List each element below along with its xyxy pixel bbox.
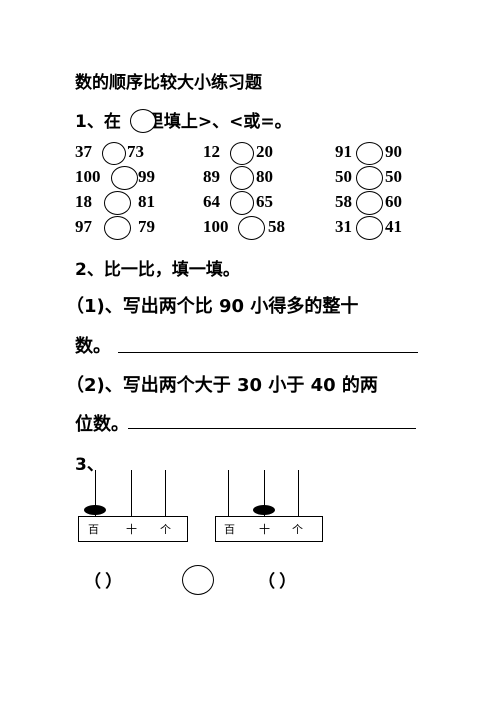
answer-circle[interactable] (238, 216, 265, 240)
answer-line[interactable] (128, 428, 416, 429)
abacus-frame (215, 516, 323, 542)
compare-circle[interactable] (182, 565, 214, 595)
q3-heading: 3、 (75, 455, 104, 475)
compare-right: 80 (256, 167, 273, 186)
abacus-rod-hundreds (95, 470, 96, 516)
abacus-bead (253, 505, 275, 515)
answer-circle[interactable] (102, 142, 126, 165)
compare-right: 73 (127, 142, 144, 161)
place-label-hundreds: 百 (224, 523, 235, 536)
abacus-rod-ones (165, 470, 166, 516)
place-label-ones: 个 (160, 523, 171, 536)
compare-left: 50 (335, 167, 352, 186)
answer-circle[interactable] (104, 191, 131, 215)
abacus-bead (84, 505, 106, 515)
answer-circle[interactable] (230, 191, 254, 215)
compare-left: 18 (75, 192, 92, 211)
q2-heading: 2、比一比，填一填。 (75, 260, 240, 280)
q1-prefix: 1、在 (75, 112, 121, 132)
compare-right: 90 (385, 142, 402, 161)
q1-suffix: 里填上>、<或=。 (146, 112, 292, 132)
answer-circle[interactable] (111, 166, 138, 190)
compare-right: 99 (138, 167, 155, 186)
compare-right: 20 (256, 142, 273, 161)
compare-right: 50 (385, 167, 402, 186)
q2-sub1-line2: 数。 (75, 336, 111, 357)
compare-left: 12 (203, 142, 220, 161)
q2-sub2-line1: （2)、写出两个大于 30 小于 40 的两 (66, 375, 378, 396)
place-label-tens: 十 (259, 523, 270, 536)
compare-left: 31 (335, 217, 352, 236)
compare-left: 37 (75, 142, 92, 161)
compare-right: 58 (268, 217, 285, 236)
abacus-rod-hundreds (228, 470, 229, 516)
compare-left: 100 (75, 167, 101, 186)
place-label-hundreds: 百 (88, 523, 99, 536)
answer-circle[interactable] (356, 191, 383, 215)
abacus-rod-ones (298, 470, 299, 516)
q2-sub1-line1: （1)、写出两个比 90 小得多的整十 (66, 296, 359, 317)
q1-heading: 1、在 里填上>、<或=。 (75, 107, 292, 132)
compare-left: 100 (203, 217, 229, 236)
compare-left: 64 (203, 192, 220, 211)
abacus-rod-tens (131, 470, 132, 516)
compare-right: 65 (256, 192, 273, 211)
place-label-ones: 个 (292, 523, 303, 536)
compare-left: 58 (335, 192, 352, 211)
abacus-rod-tens (264, 470, 265, 516)
compare-right: 60 (385, 192, 402, 211)
abacus-frame (78, 516, 188, 542)
compare-left: 89 (203, 167, 220, 186)
place-label-tens: 十 (126, 523, 137, 536)
q1-sample-circle (130, 109, 156, 133)
compare-right: 41 (385, 217, 402, 236)
page-title: 数的顺序比较大小练习题 (75, 73, 262, 93)
answer-circle[interactable] (356, 166, 383, 190)
compare-left: 97 (75, 217, 92, 236)
answer-paren-right[interactable]: （ ） (258, 572, 297, 591)
compare-left: 91 (335, 142, 352, 161)
compare-right: 81 (138, 192, 155, 211)
answer-circle[interactable] (104, 216, 131, 240)
answer-circle[interactable] (356, 216, 383, 240)
answer-line[interactable] (118, 352, 418, 353)
answer-circle[interactable] (230, 142, 254, 165)
answer-circle[interactable] (230, 166, 254, 190)
compare-right: 79 (138, 217, 155, 236)
answer-circle[interactable] (356, 142, 383, 165)
answer-paren-left[interactable]: （ ） (84, 572, 123, 591)
q2-sub2-line2: 位数。 (75, 414, 129, 435)
